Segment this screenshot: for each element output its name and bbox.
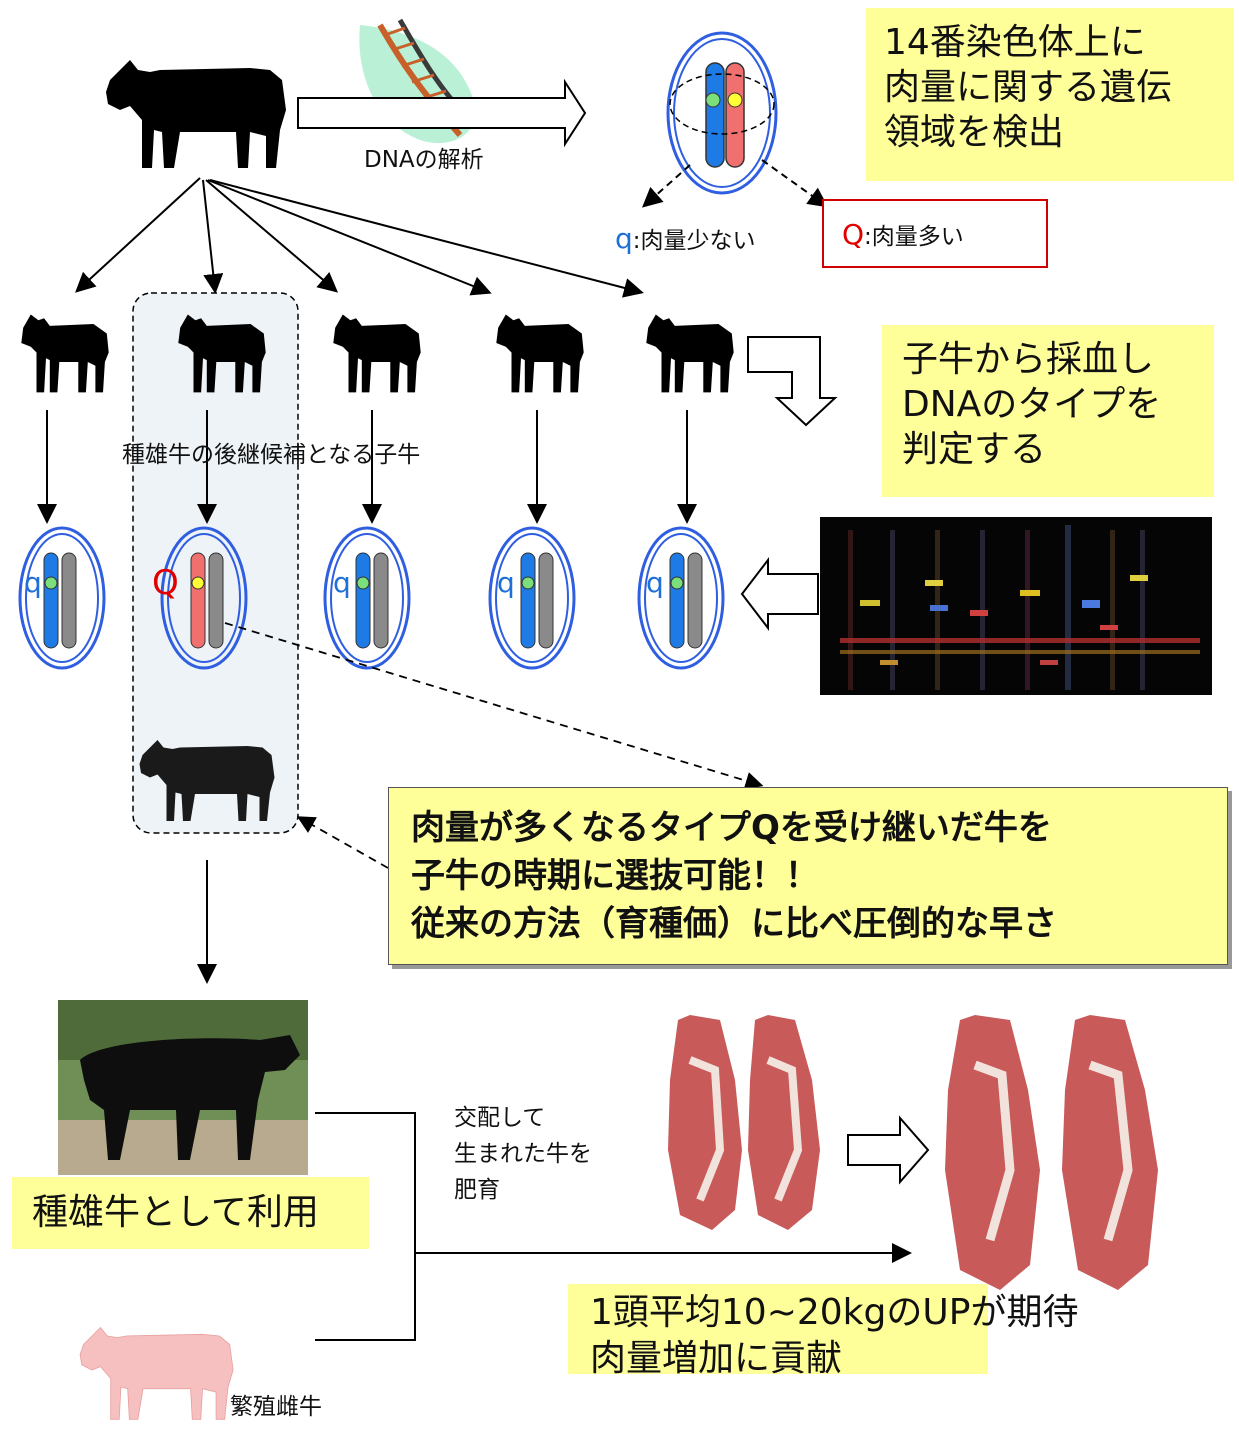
dna-analysis-label: DNAの解析 (364, 147, 484, 173)
result-box (568, 1284, 988, 1374)
allele-q-label: q:肉量少ない (615, 224, 756, 256)
blood-line-1: 子牛から採血し (902, 339, 1155, 380)
result-line-2: 肉量増加に貢献 (590, 1338, 843, 1379)
allele-q-symbol: q (615, 222, 633, 255)
calf-allele-4: q (497, 566, 515, 599)
analysis-arrow (297, 78, 587, 148)
offspring-arrows (75, 177, 644, 298)
chromosome-pair-top (666, 31, 778, 195)
calf-allele-3: q (333, 566, 351, 599)
result-line-1: 1頭平均10~20kgのUPが期待 (590, 1292, 1079, 1333)
dna-gel-image (820, 517, 1212, 695)
gel-result-arrow (740, 557, 819, 631)
blood-sample-box: 子牛から採血し DNAのタイプを 判定する (882, 325, 1214, 497)
mating-lines (315, 1112, 912, 1341)
calf-chromosomes (18, 526, 725, 670)
calf-allele-2: Q (152, 563, 179, 603)
result-box-text: 1頭平均10~20kgのUPが期待 肉量増加に貢献 (590, 1290, 1078, 1382)
blood-line-3: 判定する (902, 429, 1047, 470)
mating-line-2: 生まれた牛を (454, 1141, 592, 1167)
selection-line-2: 子牛の時期に選抜可能！！ (411, 856, 819, 896)
allele-Q-box (822, 199, 1048, 268)
breeding-bull-photo (58, 1000, 308, 1175)
allele-Q-symbol: Q (842, 218, 865, 251)
allele-Q-text: :肉量多い (864, 224, 964, 250)
mating-line-3: 肥育 (454, 1177, 500, 1203)
mating-text: 交配して 生まれた牛を 肥育 (454, 1100, 592, 1208)
detection-line-3: 領域を検出 (884, 112, 1065, 153)
detection-box: 14番染色体上に 肉量に関する遺伝 領域を検出 (866, 8, 1234, 181)
parent-bull-silhouette (106, 60, 286, 168)
breeding-cow-silhouette (79, 1327, 234, 1420)
detection-line-2: 肉量に関する遺伝 (884, 67, 1173, 108)
growth-arrow (847, 1115, 930, 1185)
blood-line-2: DNAのタイプを (902, 384, 1162, 425)
allele-q-text: :肉量少ない (632, 228, 756, 254)
selection-line-3: 従来の方法（育種価）に比べ圧倒的な早さ (411, 904, 1057, 944)
breeding-cow-label: 繁殖雌牛 (230, 1394, 322, 1420)
calf-silhouettes (21, 314, 734, 393)
carcass-images-before (668, 1015, 820, 1230)
selection-line-1: 肉量が多くなるタイプQを受け継いだ牛を (411, 808, 1052, 848)
carcass-images-after (945, 1015, 1158, 1290)
calf-allele-5: q (646, 566, 664, 599)
mating-line-1: 交配して (454, 1105, 546, 1131)
candidate-label: 種雄牛の後継候補となる子牛 (122, 442, 421, 468)
calf-allele-1: q (24, 566, 42, 599)
allele-Q-label: Q:肉量多い (842, 220, 964, 252)
blood-sample-arrow (747, 336, 838, 427)
detection-line-1: 14番染色体上に (884, 22, 1146, 63)
bull-use-label: 種雄牛として利用 (12, 1177, 369, 1249)
selection-box: 肉量が多くなるタイプQを受け継いだ牛を 子牛の時期に選抜可能！！ 従来の方法（育… (388, 787, 1228, 965)
